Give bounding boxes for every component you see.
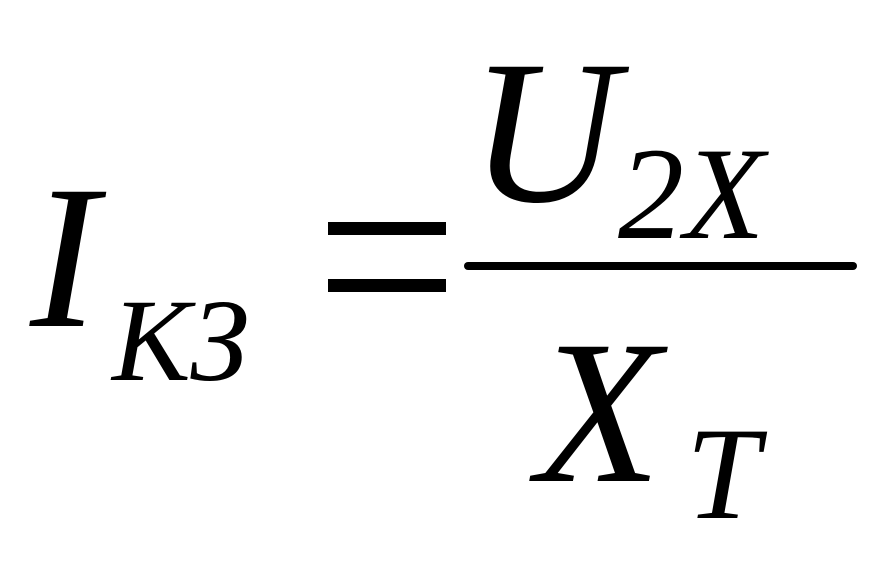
current-symbol: I — [30, 144, 99, 371]
equals-sign — [328, 222, 446, 292]
fraction-bar — [464, 262, 857, 270]
equals-bar-top — [328, 222, 446, 235]
reactance-symbol: X — [536, 299, 662, 526]
voltage-symbol: U — [470, 19, 619, 246]
equals-bar-bottom — [328, 279, 446, 292]
voltage-subscript: 2X — [618, 120, 765, 267]
current-subscript: КЗ — [112, 275, 249, 406]
reactance-subscript: T — [686, 400, 760, 547]
